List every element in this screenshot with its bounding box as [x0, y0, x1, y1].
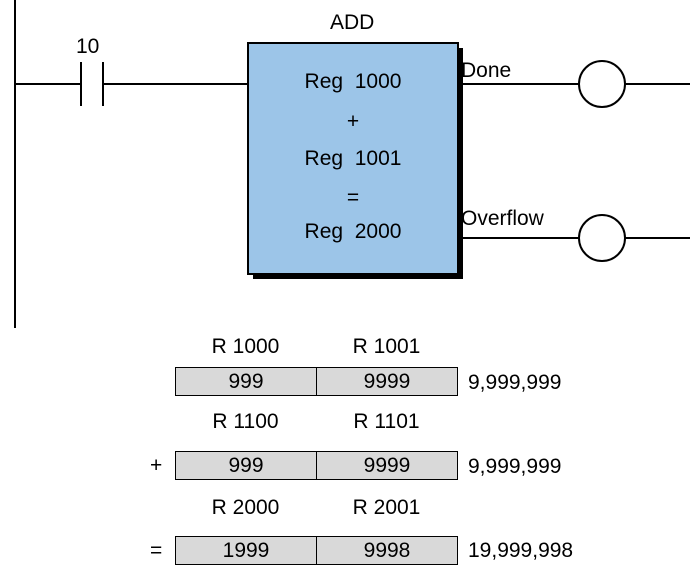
register-header: R 2001: [352, 496, 421, 519]
register-header: R 1000: [211, 335, 280, 358]
add-function-block: [247, 42, 459, 275]
register-total: 19,999,998: [468, 539, 574, 562]
operator-equals: =: [150, 539, 163, 562]
register-total: 9,999,999: [468, 371, 562, 394]
block-line-reg1001: Reg 1001: [304, 147, 402, 170]
block-line-reg2000: Reg 2000: [304, 220, 402, 243]
register-header: R 1101: [353, 410, 420, 433]
register-cell: 9998: [316, 536, 458, 565]
block-title: ADD: [330, 11, 375, 34]
register-cell: 9999: [316, 367, 458, 396]
overflow-label: Overflow: [461, 207, 544, 230]
register-cell: 1999: [175, 536, 317, 565]
operator-plus: +: [150, 454, 163, 477]
block-line-plus: +: [346, 110, 360, 133]
register-total: 9,999,999: [468, 455, 562, 478]
block-line-equals: =: [346, 186, 360, 209]
overflow-coil: [578, 214, 626, 262]
register-cell: 999: [175, 367, 317, 396]
done-label: Done: [461, 59, 512, 82]
block-line-reg1000: Reg 1000: [304, 70, 402, 93]
normally-open-contact: [80, 62, 104, 106]
contact-label: 10: [76, 35, 100, 58]
register-cell: 999: [175, 451, 317, 480]
register-header: R 1001: [352, 335, 421, 358]
register-header: R 1100: [212, 410, 279, 433]
register-cell: 9999: [316, 451, 458, 480]
register-header: R 2000: [211, 496, 280, 519]
done-coil: [578, 60, 626, 108]
